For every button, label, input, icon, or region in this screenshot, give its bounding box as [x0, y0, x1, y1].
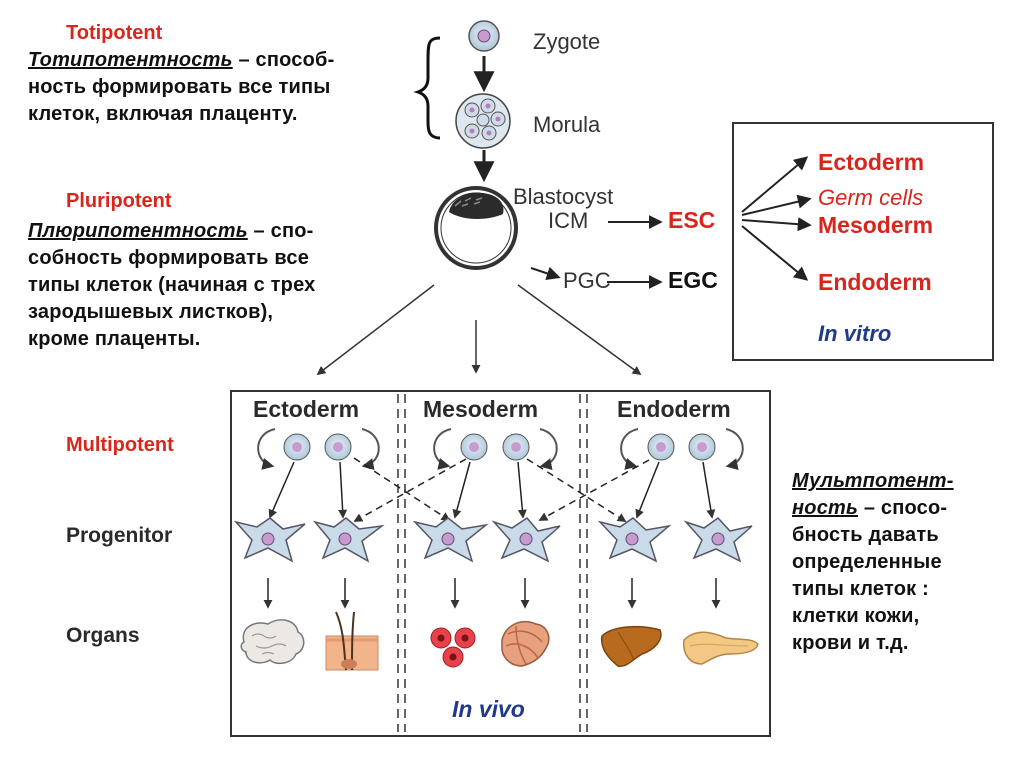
pancreas-icon	[682, 631, 759, 665]
def-text: собность формировать все	[28, 247, 310, 269]
blastocyst-label: Blastocyst	[513, 184, 614, 209]
def-text: клеток, включая плаценту.	[28, 103, 298, 125]
skin-hair-icon	[325, 611, 379, 671]
pluripotency-term: Плюрипотентность	[28, 220, 248, 242]
muscle-icon	[501, 620, 550, 667]
progenitor-cells	[233, 517, 753, 563]
pgc-label: PGC	[563, 268, 611, 293]
def-text: бность давать	[792, 524, 939, 546]
multipotency-term: ность	[792, 497, 859, 519]
pluripotency-definition: Плюрипотентность – спо- собность формиро…	[28, 218, 315, 353]
mesoderm-stem-cells	[433, 428, 558, 470]
totipotent-label: Totipotent	[66, 22, 163, 44]
icm-label: ICM	[548, 208, 589, 233]
def-text: крови и т.д.	[792, 632, 909, 654]
def-text: типы клеток (начиная с трех	[28, 274, 316, 296]
morula-label: Morula	[533, 112, 601, 137]
def-text: – способ-	[232, 49, 335, 71]
in-vitro-ectoderm: Ectoderm	[818, 149, 925, 175]
brain-icon	[240, 619, 305, 665]
totipotency-definition: Тотипотентность – способ- ность формиров…	[28, 47, 334, 128]
in-vivo-ectoderm: Ectoderm	[253, 396, 360, 422]
def-text: – спосо-	[858, 497, 948, 519]
in-vitro-caption: In vitro	[818, 321, 892, 346]
def-text: кроме плаценты.	[28, 328, 201, 350]
endoderm-stem-cells	[620, 428, 744, 470]
in-vivo-endoderm: Endoderm	[617, 396, 731, 422]
zygote-label: Zygote	[533, 29, 601, 54]
def-text: клетки кожи,	[792, 605, 920, 627]
esc-label: ESC	[668, 207, 716, 233]
def-text: типы клеток :	[792, 578, 929, 600]
in-vivo-box	[230, 390, 771, 737]
zygote-cell	[468, 20, 500, 52]
multipotent-label: Multipotent	[66, 434, 174, 456]
in-vivo-mesoderm: Mesoderm	[423, 396, 539, 422]
in-vitro-box	[732, 122, 994, 361]
liver-icon	[600, 625, 662, 668]
pluripotent-label: Pluripotent	[66, 190, 172, 212]
in-vitro-germ-cells: Germ cells	[818, 185, 924, 210]
def-text: – спо-	[247, 220, 314, 242]
progenitor-label: Progenitor	[66, 524, 173, 547]
brace	[413, 36, 441, 140]
in-vivo-caption: In vivo	[452, 696, 525, 722]
egc-label: EGC	[668, 267, 718, 293]
blood-cells-icon	[430, 627, 476, 668]
def-text: зародышевых листков),	[28, 301, 274, 323]
blastocyst-cell	[434, 186, 518, 270]
morula-cell	[455, 93, 511, 149]
multipotency-definition: Мультпотент- ность – спосо- бность дават…	[792, 468, 954, 657]
in-vitro-endoderm: Endoderm	[818, 269, 932, 295]
totipotency-term: Тотипотентность	[28, 49, 233, 71]
def-text: ность формировать все типы	[28, 76, 331, 98]
organs-label: Organs	[66, 624, 140, 647]
in-vitro-mesoderm: Mesoderm	[818, 212, 934, 238]
multipotency-term: Мультпотент-	[792, 470, 954, 492]
def-text: определенные	[792, 551, 942, 573]
ectoderm-stem-cells	[257, 428, 380, 470]
